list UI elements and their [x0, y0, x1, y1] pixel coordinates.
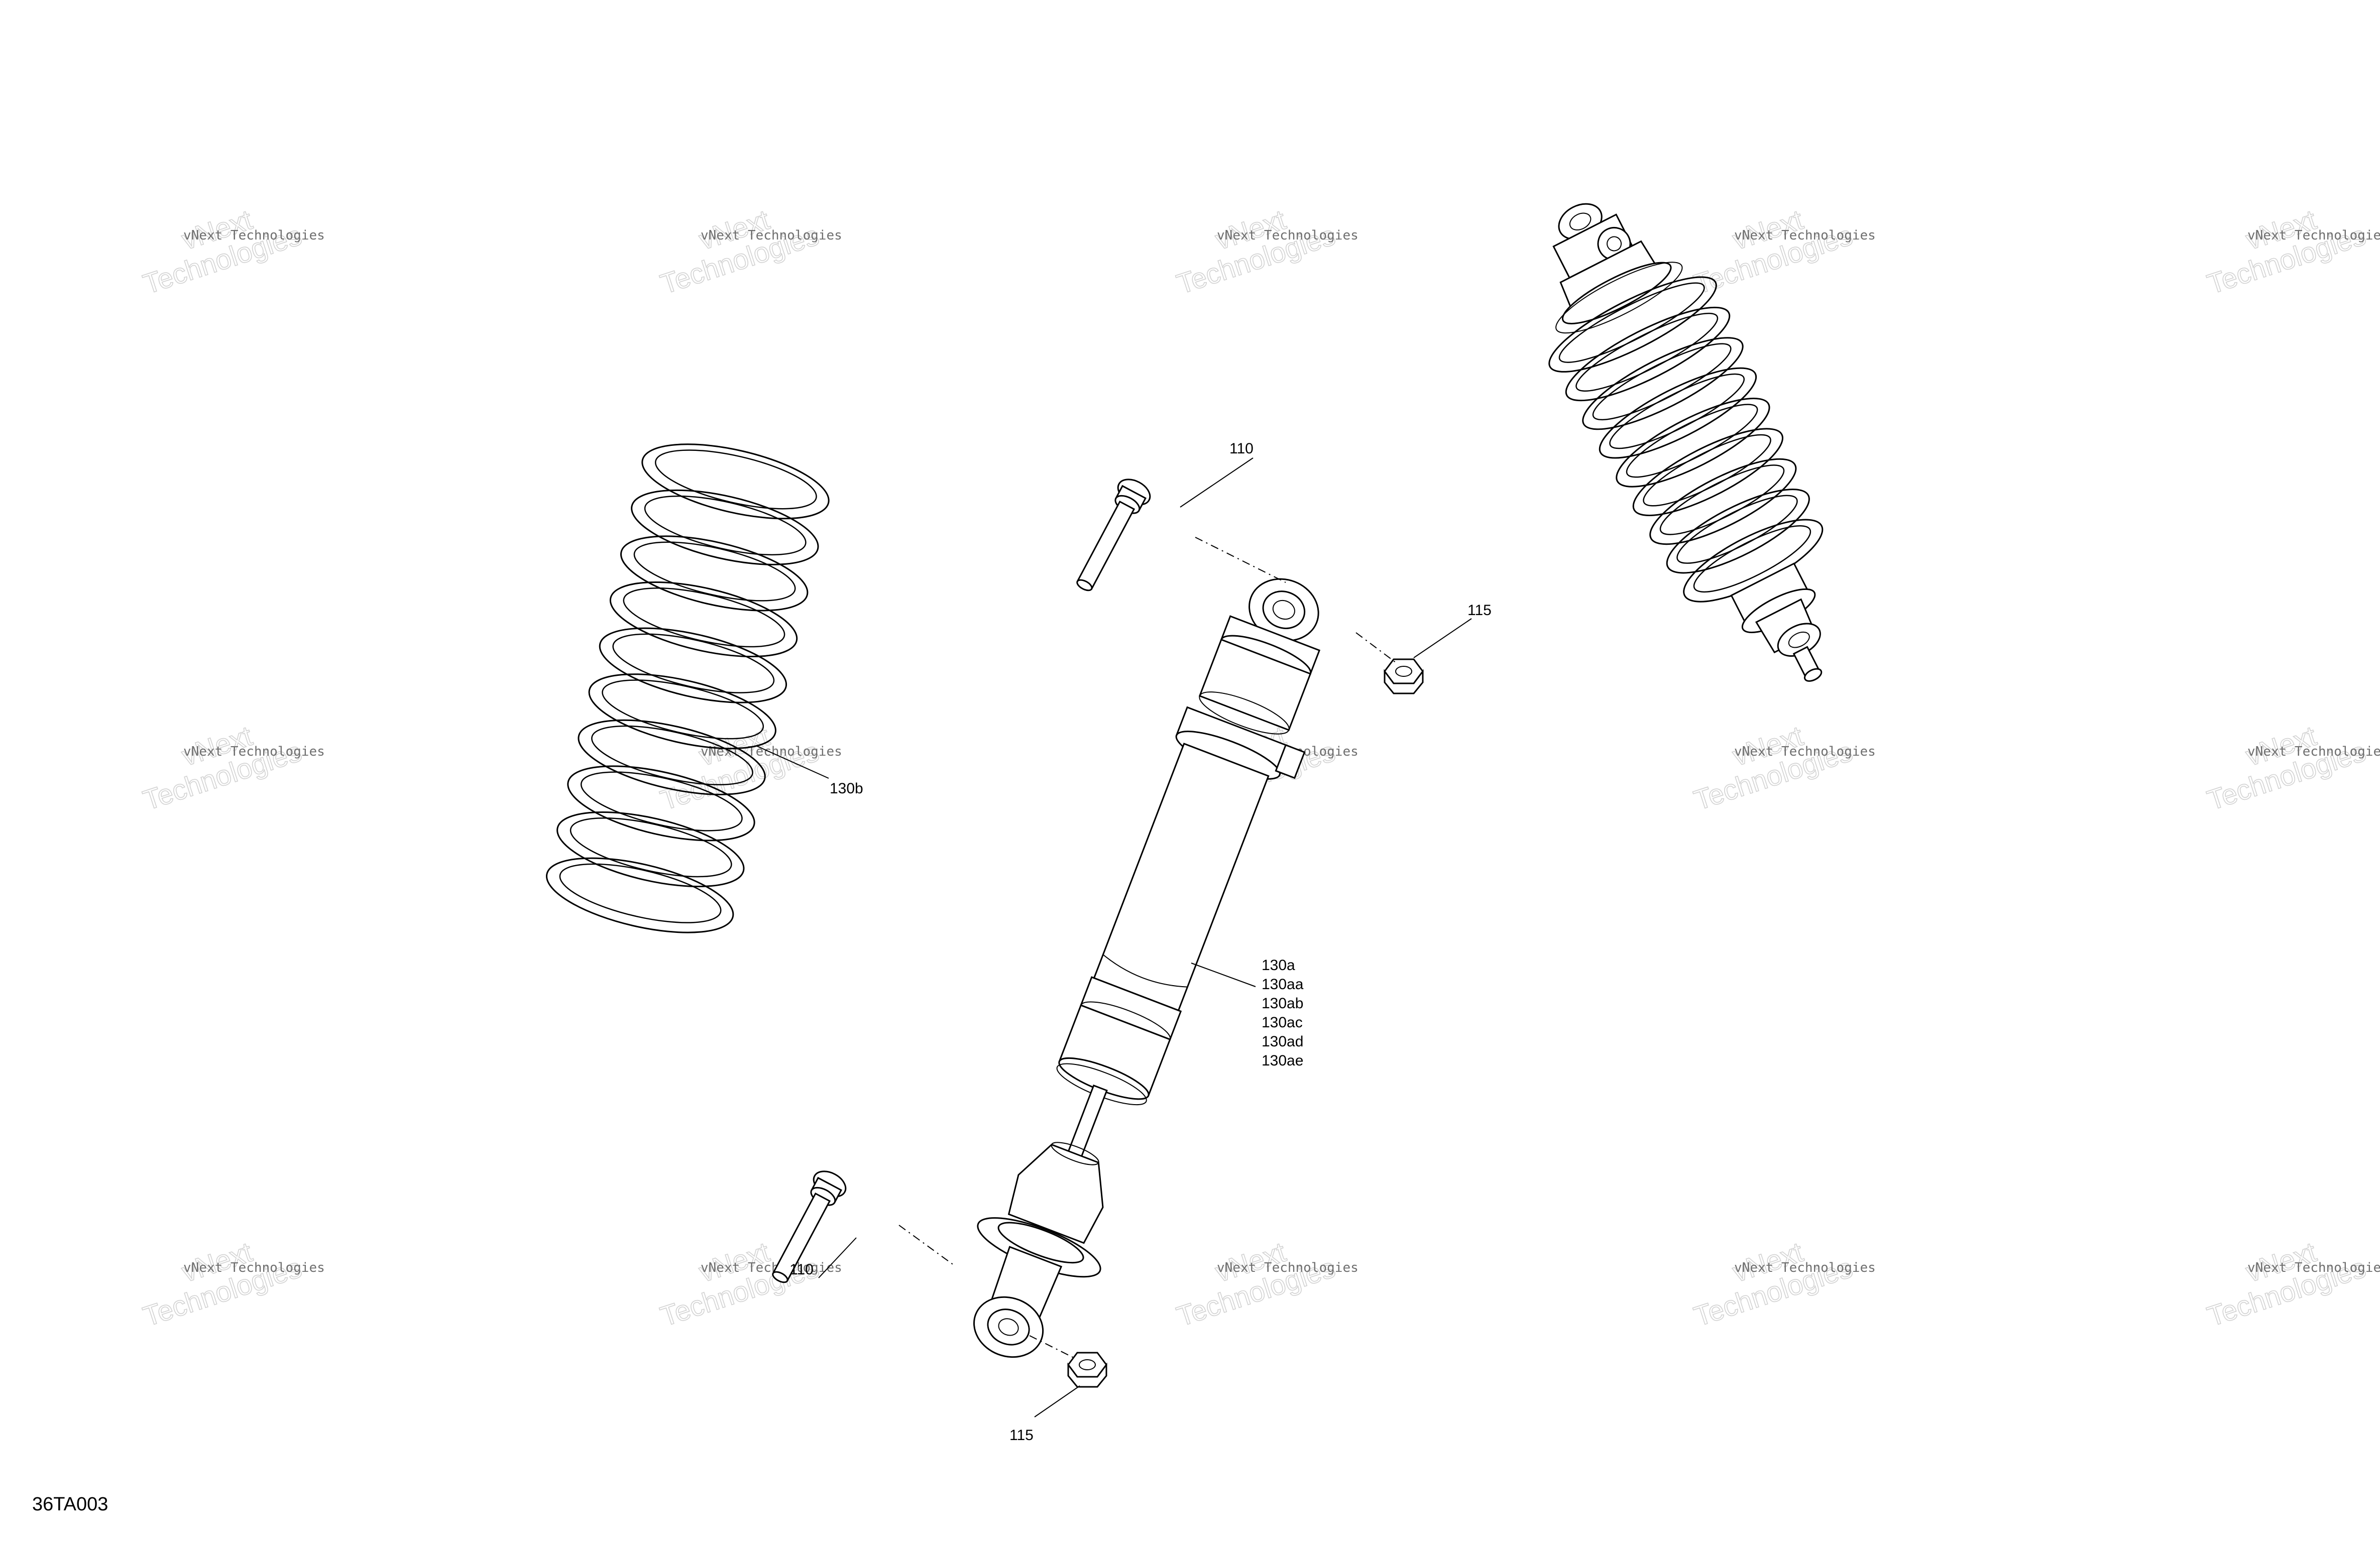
svg-text:vNext Technologies: vNext Technologies — [701, 1260, 842, 1275]
watermark: vNext Technologies vNext Technologies — [1173, 203, 1358, 300]
callout-spring: 130b — [830, 780, 863, 797]
watermark: vNext Technologies vNext Technologies — [139, 719, 325, 816]
callout-shock-items: 130a 130aa 130ab 130ac 130ad 130ae — [1262, 957, 1304, 1069]
leader-lines — [755, 457, 1472, 1417]
diagram-id-label: 36TA003 — [32, 1494, 108, 1515]
watermark: vNext Technologies vNext Technologies — [1690, 1235, 1876, 1333]
callout-shock-item: 130ad — [1262, 1033, 1303, 1050]
svg-text:vNext Technologies: vNext Technologies — [2247, 228, 2380, 243]
upper-bolt-drawing — [1076, 479, 1151, 591]
watermark: vNext Technologies vNext Technologies — [139, 203, 325, 300]
callout-shock-item: 130aa — [1262, 976, 1304, 993]
lower-nut-drawing — [1067, 1352, 1107, 1388]
callout-shock-item: 130ac — [1262, 1014, 1303, 1031]
lower-bolt-drawing — [772, 1170, 847, 1283]
upper-nut-drawing — [1384, 658, 1424, 694]
watermark: vNext Technologies vNext Technologies — [2203, 203, 2380, 300]
svg-text:vNext Technologies: vNext Technologies — [1734, 1260, 1876, 1275]
svg-text:vNext Technologies: vNext Technologies — [701, 744, 842, 759]
svg-text:vNext Technologies: vNext Technologies — [701, 228, 842, 243]
coil-spring-drawing — [546, 443, 830, 933]
svg-text:vNext Technologies: vNext Technologies — [2247, 744, 2380, 759]
svg-text:vNext Technologies: vNext Technologies — [1217, 1260, 1358, 1275]
watermark: vNext Technologies vNext Technologies — [656, 1235, 842, 1333]
watermark: vNext Technologies vNext Technologies — [2203, 1235, 2380, 1333]
svg-text:vNext Technologies: vNext Technologies — [183, 228, 325, 243]
watermark: vNext Technologies vNext Technologies — [1173, 1235, 1358, 1333]
watermark: vNext Technologies vNext Technologies — [139, 1235, 325, 1333]
callout-shock-item: 130ab — [1262, 995, 1303, 1012]
svg-text:vNext Technologies: vNext Technologies — [1734, 744, 1876, 759]
callout-shock-item: 130a — [1262, 957, 1295, 974]
svg-text:vNext Technologies: vNext Technologies — [1217, 228, 1358, 243]
callout-bolt-lower: 110 — [789, 1261, 814, 1278]
shock-absorber-drawing — [973, 578, 1321, 1358]
svg-text:vNext Technologies: vNext Technologies — [183, 744, 325, 759]
svg-text:vNext Technologies: vNext Technologies — [1734, 228, 1876, 243]
callout-nut-lower: 115 — [1009, 1427, 1034, 1444]
assembled-shock-drawing — [1548, 203, 1824, 682]
svg-text:vNext Technologies: vNext Technologies — [183, 1260, 325, 1275]
callout-nut-upper: 115 — [1467, 602, 1492, 619]
watermark: vNext Technologies vNext Technologies — [656, 203, 842, 300]
svg-text:vNext Technologies: vNext Technologies — [2247, 1260, 2380, 1275]
callout-bolt-upper: 110 — [1229, 440, 1254, 457]
watermark: vNext Technologies vNext Technologies — [2203, 719, 2380, 816]
watermark: vNext Technologies vNext Technologies — [1690, 719, 1876, 816]
callout-shock-item: 130ae — [1262, 1052, 1303, 1069]
watermark: vNext Technologies vNext Technologies — [1690, 203, 1876, 300]
